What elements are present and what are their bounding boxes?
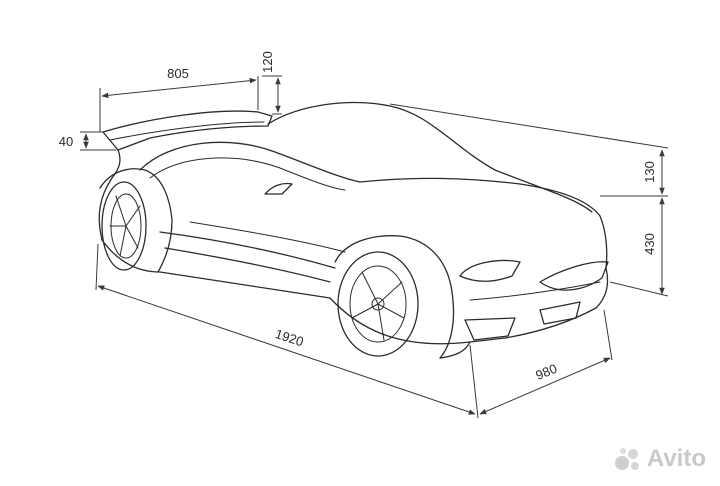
dimension-spoiler-length: 805: [99, 66, 259, 132]
dimension-spoiler-offset: 40: [59, 131, 116, 151]
dimension-spoiler-height: 120: [260, 51, 282, 115]
label-120: 120: [260, 51, 275, 73]
front-wheel: [337, 251, 419, 357]
label-805: 805: [167, 66, 189, 81]
label-430: 430: [642, 233, 657, 255]
avito-logo-icon: [614, 448, 639, 470]
dimension-length: 1920: [95, 243, 479, 419]
car-bed-body: [98, 101, 609, 359]
watermark-text: Avito: [646, 445, 706, 472]
dimension-height: 130 430: [389, 103, 669, 297]
rear-wheel: [101, 181, 147, 271]
label-980: 980: [533, 361, 559, 383]
label-40: 40: [59, 134, 73, 149]
watermark: Avito: [613, 444, 706, 474]
label-1920: 1920: [273, 326, 305, 349]
dimension-width: 980: [479, 309, 613, 415]
label-130: 130: [642, 161, 657, 183]
